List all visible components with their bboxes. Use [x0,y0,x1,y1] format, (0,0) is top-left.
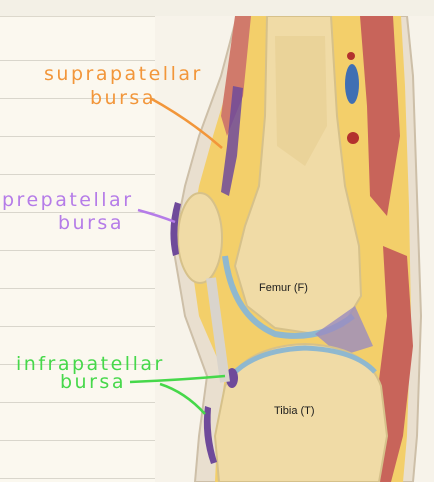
suprapatellar-bursa [221,86,243,196]
muscle-posterior-upper [360,16,400,216]
muscle-anterior [221,16,251,136]
meniscus [315,306,373,356]
prepatellar-label-line2: bursa [58,212,124,234]
infrapatellar-bursa-superficial [203,406,217,464]
suprapatellar-label-line1: suprapatellar [44,63,203,85]
femur-label: Femur (F) [259,282,308,294]
page-top-strip [0,0,434,17]
tibia-label: Tibia (T) [274,405,315,417]
blood-vessel-red [347,132,359,144]
patellar-tendon [206,277,230,383]
blood-vessel-blue [345,64,359,104]
infrapatellar-label-line2: bursa [60,371,126,393]
infrapatellar-bursa-deep [226,368,238,388]
blood-vessel-red-small [347,52,355,60]
infrapatellar-label-line1: infrapatellar [16,353,165,375]
knee-sagittal-illustration [155,16,434,482]
prepatellar-label-line1: prepatellar [2,189,134,211]
patella-bone [177,192,223,284]
suprapatellar-label-line2: bursa [90,87,156,109]
tibia-cartilage [229,345,377,378]
femur-marrow [275,36,327,166]
